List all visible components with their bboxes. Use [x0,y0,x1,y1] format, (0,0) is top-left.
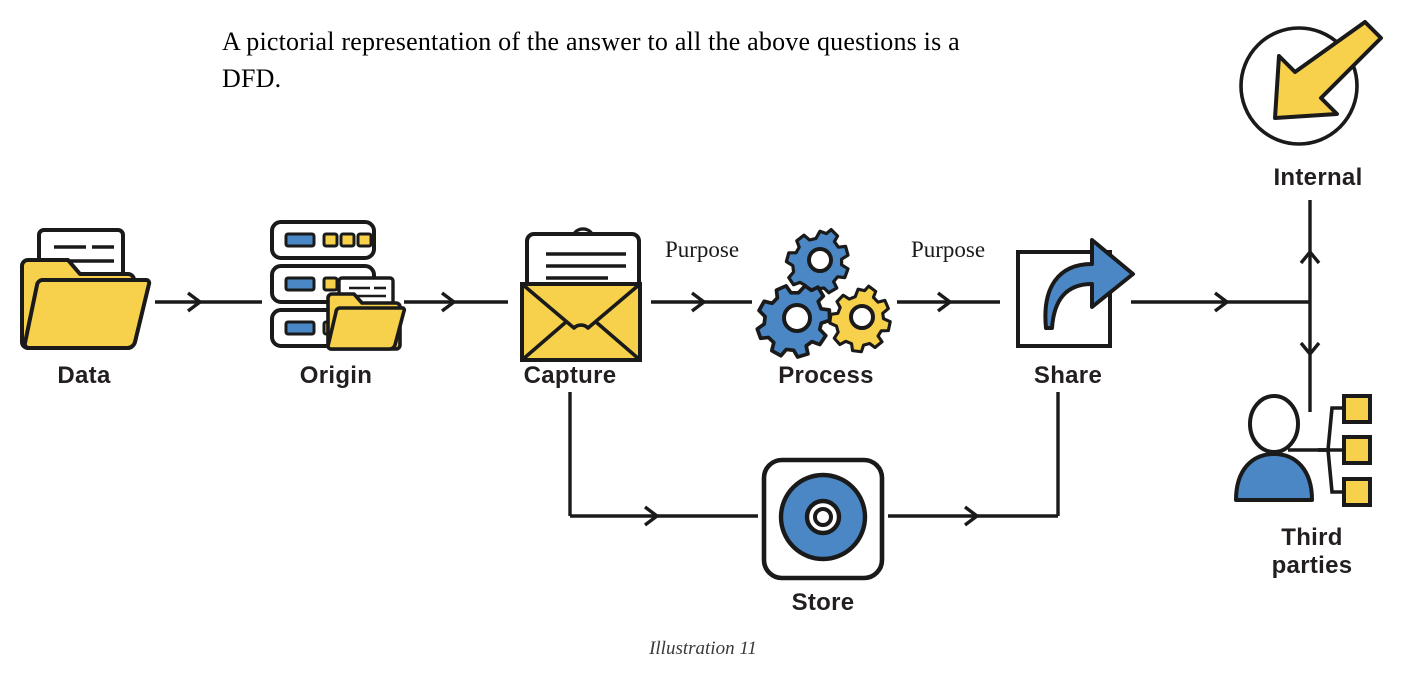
share-arrow-icon [1000,222,1136,362]
envelope-document-icon [508,220,652,368]
disc-storage-icon [758,454,888,586]
clock-inbound-arrow-icon [1237,14,1389,160]
node-label-internal: Internal [1273,164,1363,191]
node-label-third-parties: Third parties [1271,524,1353,579]
person-network-icon [1232,388,1374,512]
server-racks-folder-icon [266,216,407,368]
figure-caption: Illustration 11 [649,638,757,659]
node-label-share: Share [1033,362,1103,389]
edge-label-purpose-1: Purpose [664,237,740,262]
node-label-process: Process [778,362,874,389]
intro-paragraph: A pictorial representation of the answer… [222,27,960,93]
node-label-data: Data [57,362,111,389]
gears-icon [752,218,898,360]
folder-document-icon [14,218,156,368]
node-label-origin: Origin [299,362,373,389]
node-label-capture: Capture [523,362,617,389]
edge-label-purpose-2: Purpose [910,237,986,262]
node-label-store: Store [791,589,855,616]
